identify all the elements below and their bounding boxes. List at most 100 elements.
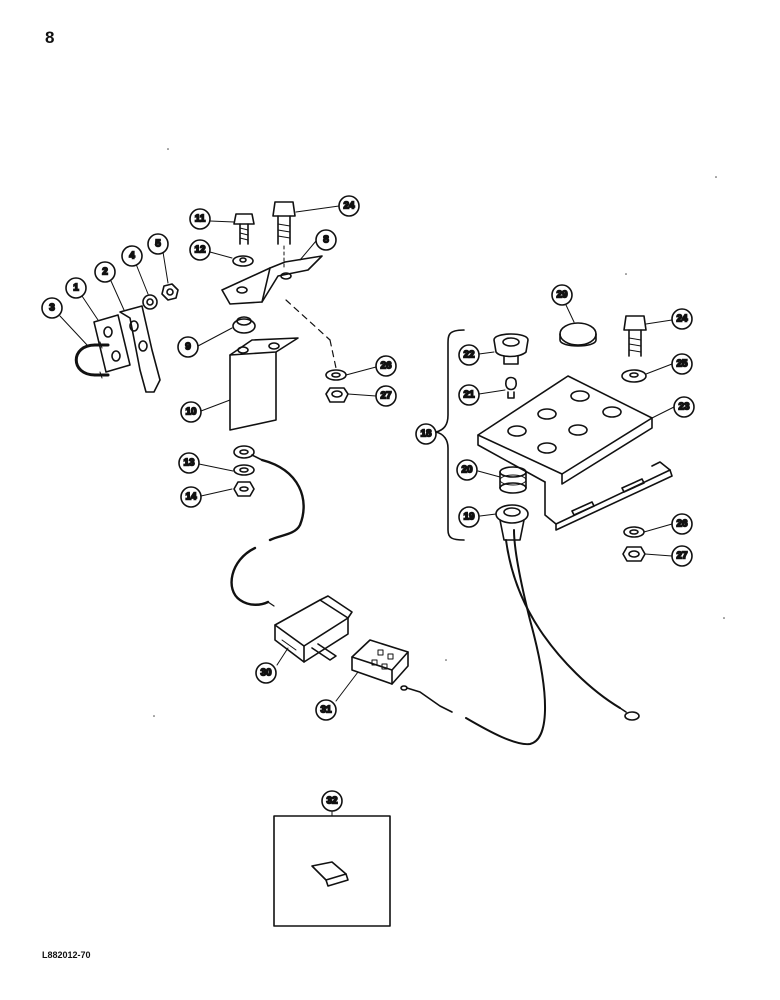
callout-24-lamp: 24 [671,308,693,330]
bolt-lamp [623,315,647,357]
callout-11: 11 [189,208,211,230]
callout-14: 14 [180,486,202,508]
callout-19: 19 [458,506,480,528]
svg-text:12: 12 [194,245,206,256]
svg-text:27: 27 [676,551,688,562]
svg-text:24: 24 [676,314,688,325]
scan-specks [153,148,725,717]
connector-housing-30 [274,595,353,663]
lock-washer-ground [233,464,255,476]
bolt-long [272,201,296,269]
terminal-clip [311,861,349,887]
lamp-socket [495,504,529,541]
lock-washer-right [325,369,347,381]
lock-washer-lamp [623,526,645,538]
connector-housing-31 [351,639,409,685]
flat-washer-lamp [621,369,647,383]
callout-18: 18 [415,423,437,445]
svg-text:24: 24 [343,201,355,212]
callout-5: 5 [147,233,169,255]
callout-27-lamp: 27 [671,545,693,567]
callout-10: 10 [180,401,202,423]
nut-right [325,387,349,403]
callout-25: 25 [671,353,693,375]
callout-26-upper: 26 [375,355,397,377]
callout-20: 20 [456,459,478,481]
svg-text:18: 18 [420,429,432,440]
hex-nut [161,283,179,301]
svg-text:26: 26 [676,519,688,530]
callout-4: 4 [121,245,143,267]
svg-text:10: 10 [185,407,197,418]
svg-text:5: 5 [155,239,161,250]
flat-washer [232,255,254,267]
callout-9: 9 [177,336,199,358]
assembly-line [329,339,337,369]
assembly-line [285,299,331,341]
callout-13: 13 [178,452,200,474]
svg-text:8: 8 [323,235,329,246]
callout-23: 23 [673,396,695,418]
callout-2: 2 [94,261,116,283]
callout-30: 30 [255,662,277,684]
callout-24-upper: 24 [338,195,360,217]
svg-text:30: 30 [260,668,272,679]
u-bolt [74,341,110,379]
svg-text:9: 9 [185,342,191,353]
svg-text:32: 32 [326,796,338,807]
callout-12: 12 [189,239,211,261]
socket-wire [505,539,621,709]
svg-text:22: 22 [463,350,475,361]
callout-27-upper: 27 [375,385,397,407]
callout-29: 29 [551,284,573,306]
callout-8: 8 [315,229,337,251]
svg-text:26: 26 [380,361,392,372]
callout-1: 1 [65,277,87,299]
callout-31: 31 [315,699,337,721]
svg-text:27: 27 [380,391,392,402]
callout-3: 3 [41,297,63,319]
svg-text:13: 13 [183,458,195,469]
lamp-spring [499,466,527,494]
nut-lamp [622,546,646,562]
svg-text:19: 19 [463,512,475,523]
svg-text:25: 25 [676,359,688,370]
clamp-plate [93,314,131,373]
svg-text:29: 29 [556,290,568,301]
svg-text:14: 14 [185,492,197,503]
leader-lines [59,205,675,817]
mounting-bracket-upper [221,255,323,305]
grommet [232,316,256,334]
callout-26-lamp: 26 [671,513,693,535]
mounting-bracket-lower [229,337,299,431]
group-bracket-18 [435,329,465,541]
ground-wire [260,458,305,542]
lamp-lens [493,333,529,365]
page-number: 8 [45,28,55,47]
callout-21: 21 [458,384,480,406]
svg-text:31: 31 [320,705,332,716]
button-plug [559,322,597,347]
svg-text:11: 11 [195,214,206,225]
clamp-bracket [119,305,161,393]
callout-32: 32 [321,790,343,812]
svg-text:2: 2 [102,267,108,278]
lamp-wire [465,529,546,746]
harness-wire [230,546,270,606]
svg-text:4: 4 [129,251,135,262]
callout-22: 22 [458,344,480,366]
svg-text:23: 23 [678,402,690,413]
lamp-bulb [505,376,517,399]
svg-text:1: 1 [73,283,79,294]
svg-text:20: 20 [461,465,473,476]
svg-text:21: 21 [463,390,475,401]
lamp-bracket [477,375,673,531]
svg-text:3: 3 [49,303,55,314]
ring-terminal-lamp [619,707,640,721]
pin-terminal [400,685,453,713]
bolt-short [233,213,255,245]
figure-code: L882012-70 [42,950,91,960]
nut-ground [233,481,255,497]
ring-terminal [233,445,263,461]
